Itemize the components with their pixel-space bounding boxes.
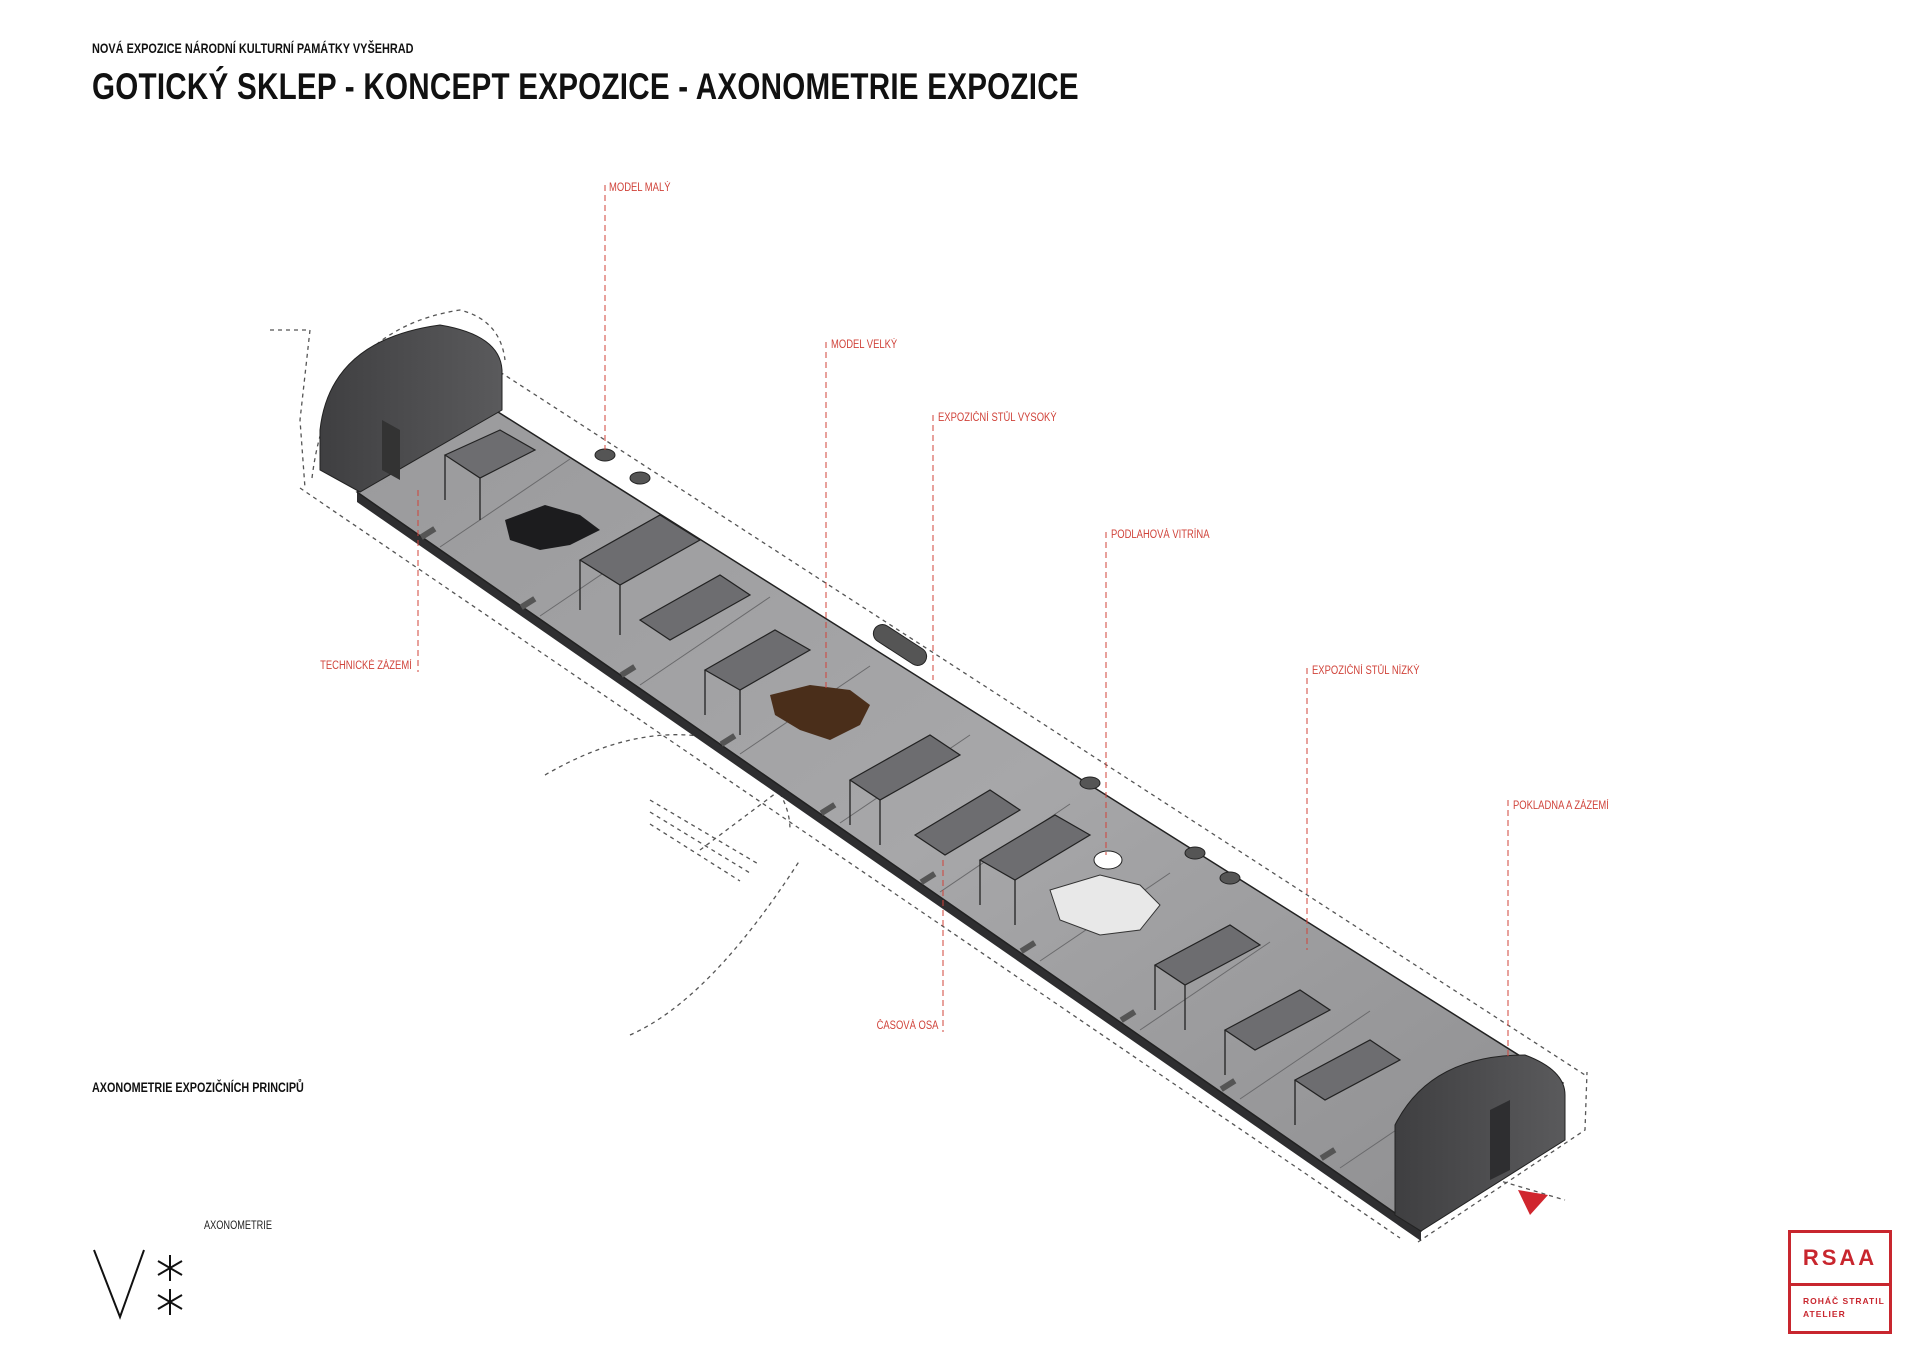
- front-arch: [1394, 1054, 1566, 1232]
- label-technical-area: TECHNICKÉ ZÁZEMÍ: [320, 660, 412, 672]
- label-table-high: EXPOZIČNÍ STŮL VYSOKÝ: [938, 412, 1057, 424]
- rsaa-logo: RSAA ROHÁČ STRATIL ATELIER: [1788, 1230, 1892, 1334]
- logo-line-1: ROHÁČ STRATIL: [1803, 1296, 1885, 1306]
- label-cashdesk: POKLADNA A ZÁZEMÍ: [1513, 800, 1609, 812]
- entrance-arrow-icon: [1518, 1190, 1548, 1215]
- logo-line-2: ATELIER: [1803, 1309, 1846, 1319]
- label-floor-vitrine: PODLAHOVÁ VITRÍNA: [1111, 529, 1210, 541]
- label-model-small: MODEL MALÝ: [609, 182, 671, 194]
- page-title: GOTICKÝ SKLEP - KONCEPT EXPOZICE - AXONO…: [92, 66, 1079, 107]
- floor-slab-edge: [357, 492, 1421, 1241]
- section-label: AXONOMETRIE EXPOZIČNÍCH PRINCIPŮ: [92, 1080, 304, 1095]
- vysehrad-logo-icon: [93, 1249, 183, 1320]
- page-subtitle: NOVÁ EXPOZICE NÁRODNÍ KULTURNÍ PAMÁTKY V…: [92, 40, 414, 56]
- annotation-lines: [417, 185, 1509, 1060]
- timeline-markers: [419, 526, 1337, 1161]
- label-model-large: MODEL VELKÝ: [831, 339, 898, 351]
- back-arch: [319, 324, 503, 493]
- label-timeline: ČASOVÁ OSA: [876, 1020, 938, 1032]
- logo-name: RSAA: [1791, 1233, 1889, 1286]
- screens: [594, 448, 1241, 885]
- exhibit-tables: [443, 429, 1402, 1101]
- model-large: [770, 685, 870, 740]
- floor-vitrine-model: [1049, 874, 1161, 936]
- label-table-low: EXPOZIČNÍ STŮL NÍZKÝ: [1312, 665, 1420, 677]
- model-small: [505, 505, 600, 550]
- axonometry-label: AXONOMETRIE: [204, 1220, 272, 1232]
- table-legs: [444, 455, 1296, 1125]
